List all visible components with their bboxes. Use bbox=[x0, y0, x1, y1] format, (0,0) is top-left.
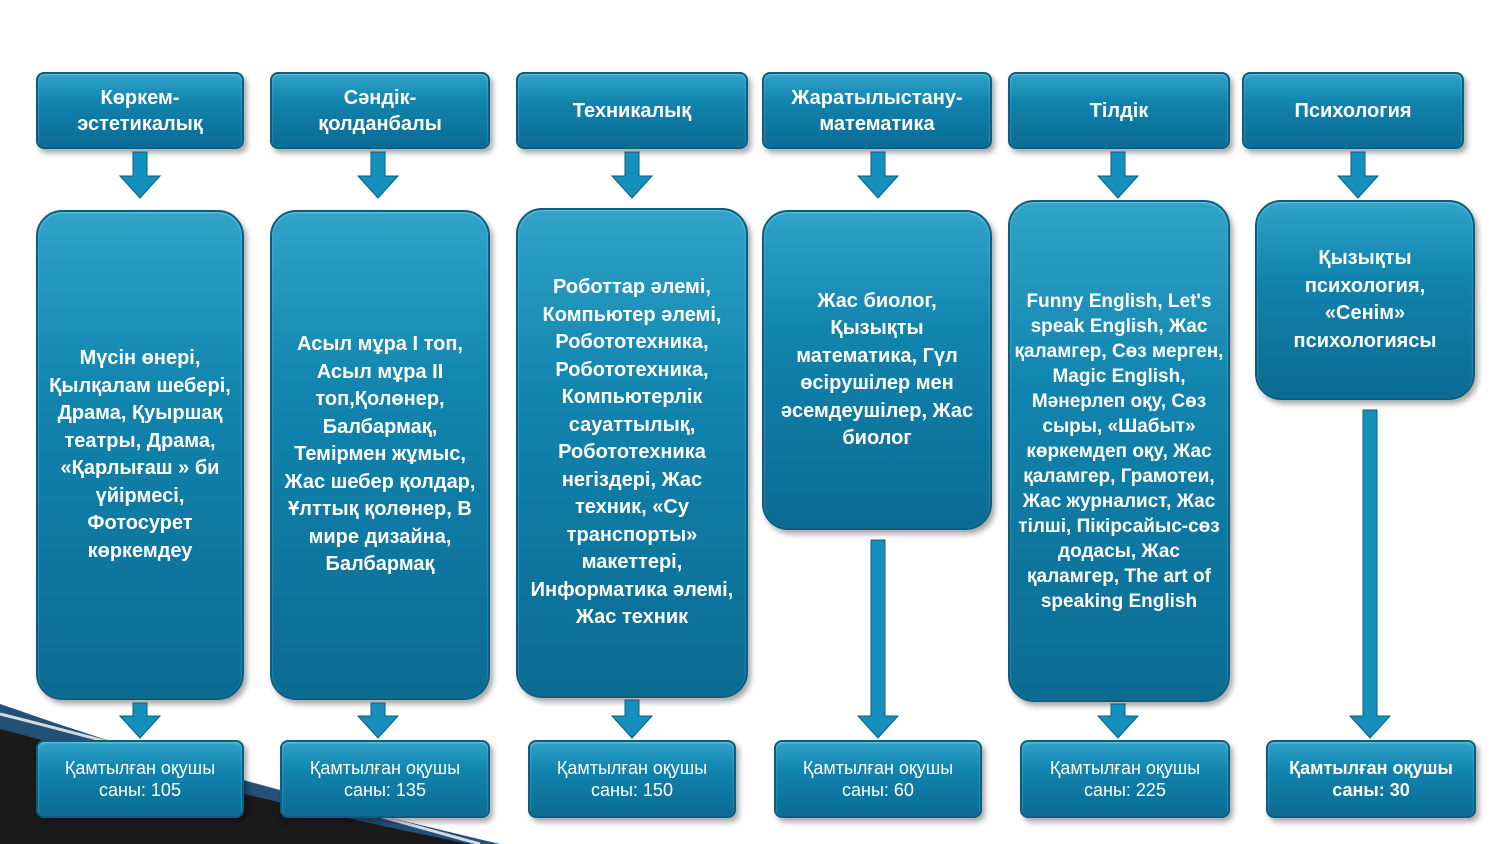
clubs-applied-arts: Асыл мұра I топ, Асыл мұра II топ,Қолөне… bbox=[270, 210, 490, 700]
down-arrow bbox=[610, 699, 654, 739]
down-arrow bbox=[1096, 703, 1140, 739]
down-arrow bbox=[856, 539, 900, 739]
clubs-language: Funny English, Let's speak English, Жас … bbox=[1008, 200, 1230, 702]
footer-student-count: Қамтылған оқушы саны: 60 bbox=[774, 740, 982, 818]
down-arrow bbox=[856, 151, 900, 199]
clubs-psychology: Қызықты психология, «Сенім» психологиясы bbox=[1255, 200, 1475, 400]
footer-student-count: Қамтылған оқушы саны: 30 bbox=[1266, 740, 1476, 818]
header-applied-arts: Сәндік- қолданбалы bbox=[270, 72, 490, 149]
down-arrow bbox=[1096, 151, 1140, 199]
down-arrow bbox=[118, 151, 162, 199]
footer-student-count: Қамтылған оқушы саны: 105 bbox=[36, 740, 244, 818]
clubs-natural-science-math: Жас биолог, Қызықты математика, Гүл өсір… bbox=[762, 210, 992, 530]
clubs-artistic-aesthetic: Мүсін өнері, Қылқалам шебері, Драма, Қуы… bbox=[36, 210, 244, 700]
footer-student-count: Қамтылған оқушы саны: 150 bbox=[528, 740, 736, 818]
header-natural-science-math: Жаратылыстану- математика bbox=[762, 72, 992, 149]
clubs-technical: Роботтар әлемі, Компьютер әлемі, Роботот… bbox=[516, 208, 748, 698]
down-arrow bbox=[1348, 409, 1392, 739]
down-arrow bbox=[356, 151, 400, 199]
header-psychology: Психология bbox=[1242, 72, 1464, 149]
footer-student-count: Қамтылған оқушы саны: 135 bbox=[280, 740, 490, 818]
down-arrow bbox=[610, 151, 654, 199]
header-technical: Техникалық bbox=[516, 72, 748, 149]
footer-student-count: Қамтылған оқушы саны: 225 bbox=[1020, 740, 1230, 818]
down-arrow bbox=[1336, 151, 1380, 199]
header-language: Тілдік bbox=[1008, 72, 1230, 149]
header-artistic-aesthetic: Көркем- эстетикалық bbox=[36, 72, 244, 149]
